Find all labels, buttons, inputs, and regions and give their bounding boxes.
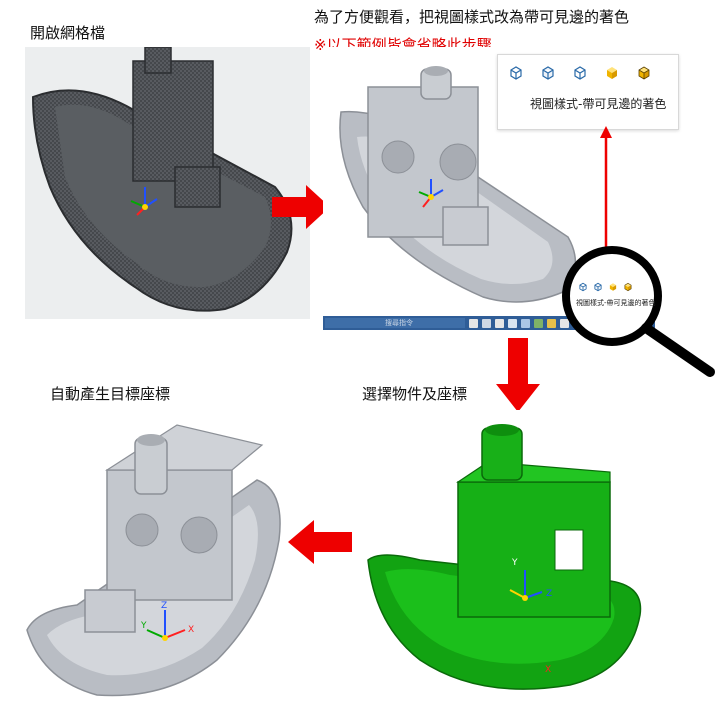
- axis-y-label: Y: [140, 621, 147, 631]
- taskbar-app-icon[interactable]: [521, 318, 530, 328]
- shaded-edges-cube-icon[interactable]: [634, 63, 654, 83]
- hidden-line-cube-icon[interactable]: [538, 63, 558, 83]
- arrow-left-icon: [288, 520, 352, 564]
- shaded-cube-icon: [609, 283, 617, 291]
- step-label-change-view: 為了方便觀看，把視圖樣式改為帶可見邊的著色: [314, 8, 630, 26]
- hidden-line-cube-icon: [594, 282, 602, 292]
- taskbar: 搜尋指令: [323, 316, 655, 330]
- command-search-input[interactable]: 搜尋指令: [325, 318, 465, 328]
- pointer-up-icon: [600, 126, 612, 256]
- shaded-boat-model: [323, 47, 655, 330]
- step-label-select-object: 選擇物件及座標: [362, 385, 468, 403]
- axis-z-label: Z: [546, 589, 552, 599]
- shaded-cube-icon[interactable]: [602, 63, 622, 83]
- taskbar-app-icon[interactable]: [560, 318, 569, 328]
- taskbar-app-icon[interactable]: [469, 318, 478, 328]
- shaded-view-panel: [323, 47, 655, 330]
- result-view-panel: Z X Y: [17, 410, 285, 700]
- taskbar-app-icon[interactable]: [534, 318, 543, 328]
- axis-z-label: Z: [161, 601, 167, 611]
- taskbar-app-icon[interactable]: [547, 318, 556, 328]
- arrow-down-icon: [496, 338, 540, 412]
- axis-y-label: Y: [511, 558, 518, 568]
- view-style-caption: 視圖樣式-帶可見邊的著色: [530, 97, 667, 111]
- axis-x-label: X: [188, 625, 194, 635]
- magnified-caption: 視圖樣式-帶可見邊的著色: [576, 299, 656, 307]
- selected-boat-model: Y Z X: [360, 410, 656, 700]
- selected-view-panel: Y Z X: [360, 410, 656, 700]
- wireframe-cube-icon: [579, 282, 587, 292]
- result-boat-model: Z X Y: [17, 410, 285, 700]
- mesh-view-panel: [25, 47, 310, 319]
- view-style-toolbar: 視圖樣式-帶可見邊的著色: [497, 54, 679, 130]
- shaded-edges-cube-icon: [624, 282, 632, 292]
- mesh-boat-model: [25, 47, 310, 319]
- wireframe-cube-icon[interactable]: [506, 63, 526, 83]
- step-label-auto-coord: 自動產生目標座標: [50, 385, 171, 403]
- magnifier-icon: [562, 246, 715, 377]
- taskbar-app-icon[interactable]: [495, 318, 504, 328]
- no-hidden-cube-icon[interactable]: [570, 63, 590, 83]
- axis-x-label: X: [545, 665, 551, 675]
- arrow-right-icon: [272, 185, 330, 229]
- step-label-open-mesh: 開啟網格檔: [30, 24, 106, 42]
- magnified-toolbar: 視圖樣式-帶可見邊的著色: [576, 282, 662, 308]
- taskbar-app-icon[interactable]: [508, 318, 517, 328]
- taskbar-app-icon[interactable]: [482, 318, 491, 328]
